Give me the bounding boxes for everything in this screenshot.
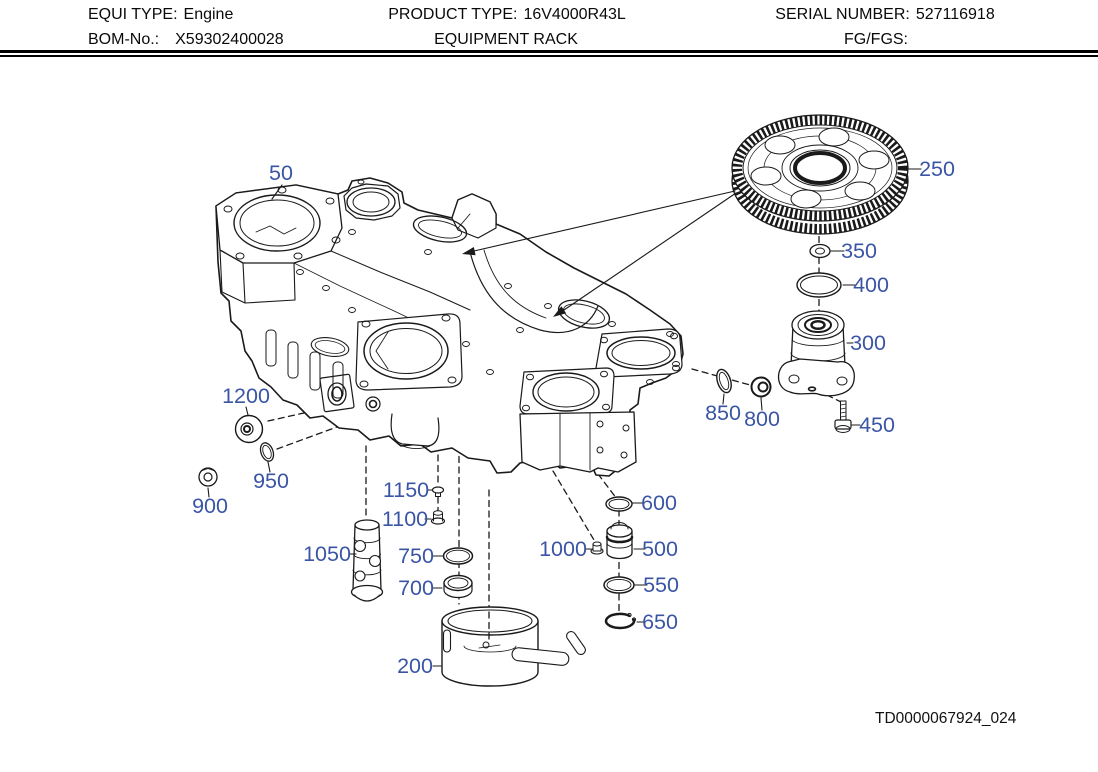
bom-number-field: BOM-No.: X59302400028 — [88, 31, 284, 49]
drawing-number: TD0000067924_024 — [875, 710, 1017, 727]
fg-fgs-field: FG/FGS: — [844, 31, 908, 49]
part-piston-500 — [605, 522, 634, 560]
part-bolt-450 — [834, 400, 852, 433]
part-housing-50 — [215, 177, 684, 477]
part-plug-1100 — [430, 510, 446, 525]
fg-fgs-label: FG/FGS: — [844, 31, 908, 48]
callout-1200: 1200 — [222, 384, 270, 408]
assembly-title-text: EQUIPMENT RACK — [434, 31, 578, 48]
product-type-label: PRODUCT TYPE: — [388, 6, 518, 23]
part-oring-850 — [716, 368, 732, 394]
serial-number-field: SERIAL NUMBER: 527116918 — [775, 6, 994, 24]
part-bearing-housing-300 — [777, 310, 855, 397]
part-gear-250 — [731, 114, 909, 235]
equi-type-value: Engine — [183, 6, 234, 23]
callout-1050: 1050 — [303, 542, 351, 566]
product-type-field: PRODUCT TYPE: 16V4000R43L — [388, 6, 626, 24]
callout-1000: 1000 — [539, 537, 587, 561]
callout-400: 400 — [853, 273, 889, 297]
product-type-value: 16V4000R43L — [523, 6, 626, 23]
part-oring-600 — [605, 496, 633, 512]
callout-1100: 1100 — [382, 507, 428, 531]
part-snap-ring-650 — [604, 612, 637, 630]
part-oring-750 — [442, 547, 474, 565]
part-roller-800 — [750, 376, 772, 398]
callout-700: 700 — [398, 576, 434, 600]
part-oring-950 — [259, 442, 275, 462]
part-washer-350 — [809, 243, 831, 259]
callout-800: 800 — [744, 407, 780, 431]
callout-850: 850 — [705, 401, 741, 425]
diagram-root: 50 250 350 400 300 450 850 800 1200 950 … — [192, 114, 1017, 727]
callout-600: 600 — [641, 491, 677, 515]
callout-750: 750 — [398, 544, 434, 568]
assembly-title: EQUIPMENT RACK — [434, 31, 578, 49]
part-plug-1000 — [590, 541, 604, 555]
part-cap-700 — [443, 574, 473, 599]
part-oring-550 — [603, 576, 635, 594]
callout-950: 950 — [253, 469, 289, 493]
callout-900: 900 — [192, 494, 228, 518]
header-rule-thick — [0, 50, 1098, 53]
bom-number-label: BOM-No.: — [88, 31, 160, 48]
callout-labels: 50 250 350 400 300 450 850 800 1200 950 … — [192, 157, 955, 678]
callout-450: 450 — [859, 413, 895, 437]
part-nut-900 — [198, 467, 218, 487]
callout-250: 250 — [919, 157, 955, 181]
part-sleeve-200 — [441, 606, 586, 687]
header-rule-thin — [0, 55, 1098, 57]
callout-500: 500 — [642, 537, 678, 561]
callout-300: 300 — [850, 331, 886, 355]
callout-550: 550 — [643, 573, 679, 597]
part-plug-1200 — [234, 414, 264, 444]
callout-350: 350 — [841, 239, 877, 263]
bom-number-value: X59302400028 — [175, 31, 284, 48]
callout-1150: 1150 — [383, 478, 429, 502]
part-valve-piston-1050 — [350, 519, 384, 602]
gear-position-leaders — [462, 190, 737, 317]
equi-type-label: EQUI TYPE: — [88, 6, 178, 23]
callout-200: 200 — [397, 654, 433, 678]
callout-50: 50 — [269, 161, 293, 185]
part-oring-400 — [796, 272, 842, 298]
leader-arrowhead — [553, 306, 567, 317]
callout-leader-lines — [207, 168, 922, 667]
callout-650: 650 — [642, 610, 678, 634]
part-screw-1150 — [431, 486, 445, 497]
serial-number-value: 527116918 — [915, 6, 995, 23]
leader-arrowhead — [462, 247, 476, 256]
serial-number-label: SERIAL NUMBER: — [775, 6, 910, 23]
equi-type-field: EQUI TYPE: Engine — [88, 6, 233, 24]
